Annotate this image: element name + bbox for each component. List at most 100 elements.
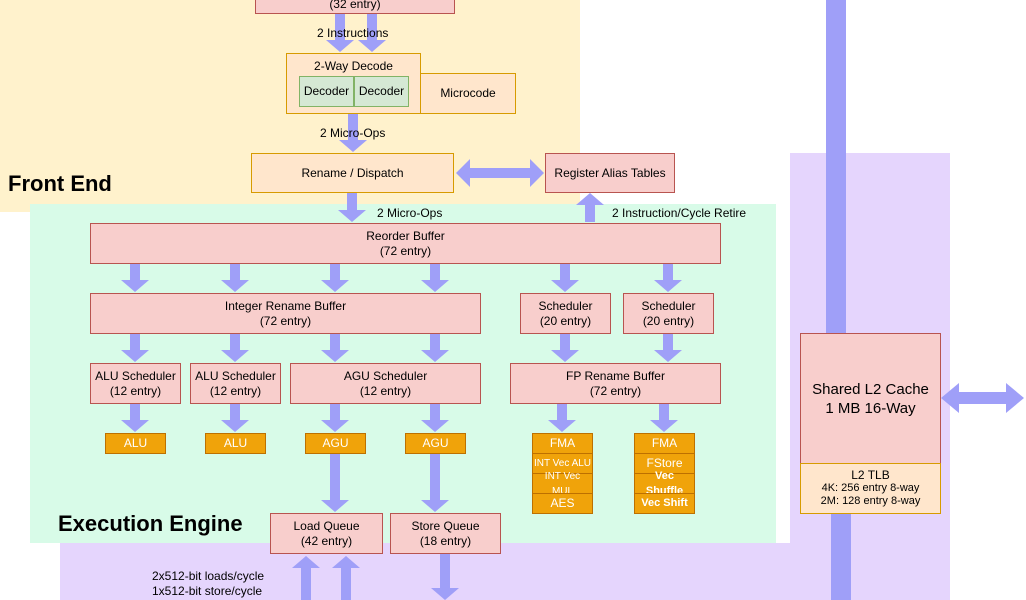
alu-2-label: ALU bbox=[223, 436, 248, 450]
agu-scheduler-title: AGU Scheduler bbox=[343, 368, 428, 383]
retire-label: 2 Instruction/Cycle Retire bbox=[612, 206, 747, 220]
fp2-fma-unit: FMA bbox=[634, 433, 695, 454]
fp-rename-buffer-box: FP Rename Buffer (72 entry) bbox=[510, 363, 721, 404]
agu-scheduler-box: AGU Scheduler (12 entry) bbox=[290, 363, 481, 404]
fp1-fma-label: FMA bbox=[549, 436, 576, 450]
register-alias-tables-label: Register Alias Tables bbox=[554, 165, 666, 180]
l2-tlb-title: L2 TLB bbox=[851, 468, 890, 482]
scheduler-2-title: Scheduler bbox=[641, 298, 696, 313]
microcode-box: Microcode bbox=[420, 73, 516, 114]
decoder-2-box: Decoder bbox=[354, 76, 409, 107]
fp2-vec-shuffle-unit: Vec Shuffle bbox=[634, 470, 695, 497]
alu-scheduler-2-sub: (12 entry) bbox=[209, 383, 262, 398]
load-queue-box: Load Queue (42 entry) bbox=[270, 513, 383, 554]
l2-tlb-2m: 2M: 128 entry 8-way bbox=[820, 495, 921, 507]
alu-scheduler-2-title: ALU Scheduler bbox=[195, 368, 276, 383]
alu-1-unit: ALU bbox=[105, 433, 166, 454]
register-alias-tables-box: Register Alias Tables bbox=[545, 153, 675, 193]
decoder-1-box: Decoder bbox=[299, 76, 354, 107]
microcode-label: Microcode bbox=[440, 86, 496, 100]
alu-scheduler-2-box: ALU Scheduler (12 entry) bbox=[190, 363, 281, 404]
top-queue-box: (32 entry) bbox=[255, 0, 455, 14]
arrow-agu-store bbox=[421, 454, 449, 512]
arrow-micro-ops-2 bbox=[338, 193, 366, 222]
micro-ops-label-1: 2 Micro-Ops bbox=[320, 126, 386, 140]
arrow-micro-ops-1 bbox=[339, 114, 367, 152]
fp1-int-vec-alu-label: INT Vec ALU bbox=[533, 458, 592, 469]
agu-scheduler-sub: (12 entry) bbox=[359, 383, 412, 398]
instructions-label: 2 Instructions bbox=[317, 26, 389, 40]
arrow-rename-5 bbox=[654, 334, 682, 362]
store-per-cycle-label: 1x512-bit store/cycle bbox=[152, 584, 263, 598]
top-queue-sub: (32 entry) bbox=[329, 0, 381, 11]
rename-dispatch-box: Rename / Dispatch bbox=[251, 153, 454, 193]
arrow-rename-rat bbox=[456, 159, 544, 187]
load-queue-sub: (42 entry) bbox=[300, 533, 353, 548]
fp1-aes-unit: AES bbox=[532, 493, 593, 514]
arrow-rob-5 bbox=[654, 264, 682, 292]
agu-2-label: AGU bbox=[422, 436, 449, 450]
store-queue-box: Store Queue (18 entry) bbox=[390, 513, 501, 554]
store-queue-sub: (18 entry) bbox=[419, 533, 472, 548]
agu-1-unit: AGU bbox=[305, 433, 366, 454]
arrow-load-2 bbox=[332, 556, 360, 600]
arrow-rename-0 bbox=[121, 334, 149, 362]
scheduler-1-sub: (20 entry) bbox=[539, 313, 592, 328]
arrow-rob-0 bbox=[121, 264, 149, 292]
arrow-agu-load bbox=[321, 454, 349, 512]
arrow-rob-1 bbox=[221, 264, 249, 292]
load-queue-title: Load Queue bbox=[293, 518, 360, 533]
two-way-decode-title: 2-Way Decode bbox=[314, 59, 393, 73]
arrow-l2-external bbox=[941, 383, 1024, 413]
arrow-rename-1 bbox=[221, 334, 249, 362]
execution-engine-title: Execution Engine bbox=[58, 511, 243, 536]
scheduler-1-box: Scheduler (20 entry) bbox=[520, 293, 611, 334]
arrow-rename-2 bbox=[321, 334, 349, 362]
arrow-rename-3 bbox=[421, 334, 449, 362]
agu-1-label: AGU bbox=[322, 436, 349, 450]
integer-rename-buffer-box: Integer Rename Buffer (72 entry) bbox=[90, 293, 481, 334]
reorder-buffer-sub: (72 entry) bbox=[379, 243, 432, 258]
arrow-instructions-2 bbox=[358, 14, 386, 52]
scheduler-2-box: Scheduler (20 entry) bbox=[623, 293, 714, 334]
arrow-sched-4 bbox=[548, 404, 576, 432]
alu-scheduler-1-sub: (12 entry) bbox=[109, 383, 162, 398]
rename-dispatch-label: Rename / Dispatch bbox=[301, 165, 404, 180]
l2-bus-top bbox=[826, 0, 846, 333]
loads-per-cycle-label: 2x512-bit loads/cycle bbox=[152, 569, 265, 583]
alu-2-unit: ALU bbox=[205, 433, 266, 454]
l2-cache-sub: 1 MB 16-Way bbox=[825, 399, 916, 417]
reorder-buffer-box: Reorder Buffer (72 entry) bbox=[90, 223, 721, 264]
micro-ops-label-2: 2 Micro-Ops bbox=[377, 206, 443, 220]
fp2-fstore-label: FStore bbox=[646, 456, 683, 470]
alu-scheduler-1-box: ALU Scheduler (12 entry) bbox=[90, 363, 181, 404]
scheduler-1-title: Scheduler bbox=[538, 298, 593, 313]
memory-region-bottom bbox=[60, 543, 950, 600]
arrow-instructions-1 bbox=[326, 14, 354, 52]
fp1-fma-unit: FMA bbox=[532, 433, 593, 454]
arrow-rob-4 bbox=[551, 264, 579, 292]
decoder-2-label: Decoder bbox=[358, 84, 405, 98]
arrow-sched-1 bbox=[221, 404, 249, 432]
alu-1-label: ALU bbox=[123, 436, 148, 450]
store-queue-title: Store Queue bbox=[411, 518, 480, 533]
decoder-1-label: Decoder bbox=[303, 84, 350, 98]
fp-rename-buffer-title: FP Rename Buffer bbox=[566, 368, 665, 383]
l2-tlb-4k: 4K: 256 entry 8-way bbox=[821, 482, 920, 494]
arrow-sched-5 bbox=[650, 404, 678, 432]
l2-cache-title: Shared L2 Cache bbox=[812, 380, 929, 398]
fp2-fma-label: FMA bbox=[651, 436, 678, 450]
arrow-rename-4 bbox=[551, 334, 579, 362]
arrow-sched-3 bbox=[421, 404, 449, 432]
alu-scheduler-1-title: ALU Scheduler bbox=[95, 368, 176, 383]
integer-rename-buffer-title: Integer Rename Buffer bbox=[224, 298, 347, 313]
arrow-retire bbox=[576, 193, 604, 222]
arrow-rob-2 bbox=[321, 264, 349, 292]
arrow-sched-2 bbox=[321, 404, 349, 432]
agu-2-unit: AGU bbox=[405, 433, 466, 454]
arrow-load-1 bbox=[292, 556, 320, 600]
fp-rename-buffer-sub: (72 entry) bbox=[589, 383, 642, 398]
integer-rename-buffer-sub: (72 entry) bbox=[259, 313, 312, 328]
fp1-int-vec-mul-unit: INT Vec MUL bbox=[532, 471, 593, 497]
arrow-store-down bbox=[431, 554, 459, 600]
